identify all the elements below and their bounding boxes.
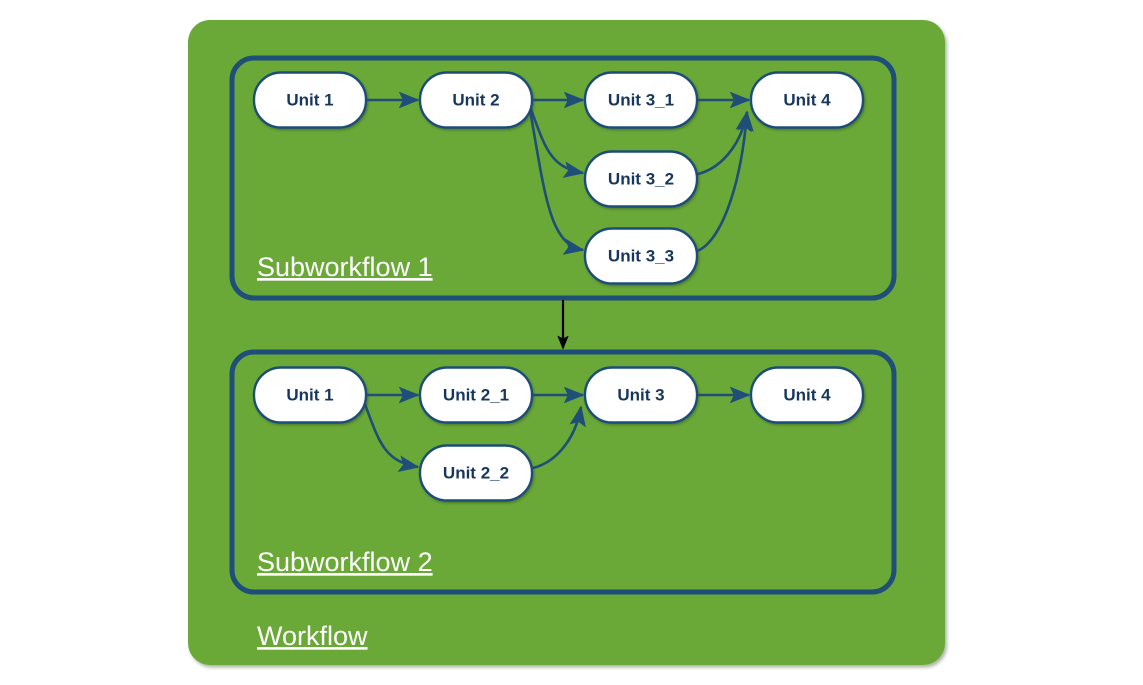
node-label-sw2-unit-1: Unit 1 (286, 385, 333, 404)
node-label-sw1-unit-4: Unit 4 (783, 90, 831, 109)
node-sw1-unit-1[interactable]: Unit 1 (252, 71, 368, 129)
node-label-sw2-unit-2-1: Unit 2_1 (443, 385, 509, 404)
edge-sw2-unit-1-to-sw2-unit-2-2 (361, 398, 420, 472)
node-label-sw2-unit-3: Unit 3 (617, 385, 664, 404)
node-shape-sw1-unit-3-1[interactable] (583, 71, 699, 129)
node-shape-sw1-unit-3-3[interactable] (583, 227, 699, 285)
edge-sw1-unit-2-to-sw1-unit-3-3 (527, 103, 585, 255)
edge-sw2-unit-2-2-to-sw2-unit-3 (527, 405, 586, 471)
label-subworkflow-2: Subworkflow 2 (257, 547, 433, 577)
node-label-sw1-unit-3-2: Unit 3_2 (608, 169, 674, 188)
node-label-sw1-unit-3-3: Unit 3_3 (608, 246, 674, 265)
node-sw2-unit-4[interactable]: Unit 4 (749, 366, 865, 424)
label-workflow: Workflow (257, 621, 368, 651)
node-shape-sw1-unit-2[interactable] (418, 71, 534, 129)
node-sw1-unit-3-1[interactable]: Unit 3_1 (583, 71, 699, 129)
node-label-sw1-unit-3-1: Unit 3_1 (608, 90, 674, 109)
node-shape-sw2-unit-1[interactable] (252, 366, 368, 424)
node-sw2-unit-3[interactable]: Unit 3 (583, 366, 699, 424)
node-shape-sw1-unit-3-2[interactable] (583, 150, 699, 208)
node-shape-sw1-unit-4[interactable] (749, 71, 865, 129)
node-sw2-unit-2-1[interactable]: Unit 2_1 (418, 366, 534, 424)
node-sw1-unit-3-3[interactable]: Unit 3_3 (583, 227, 699, 285)
edge-sw1-unit-3-3-to-sw1-unit-4 (692, 110, 754, 254)
node-shape-sw2-unit-2-2[interactable] (418, 444, 534, 502)
edge-sw1-unit-2-to-sw1-unit-3-2 (527, 103, 585, 178)
node-shape-sw2-unit-4[interactable] (749, 366, 865, 424)
node-shape-sw1-unit-1[interactable] (252, 71, 368, 129)
group-box-subworkflow-1[interactable] (229, 55, 897, 301)
node-shape-sw2-unit-3[interactable] (583, 366, 699, 424)
node-label-sw2-unit-2-2: Unit 2_2 (443, 463, 509, 482)
node-shape-sw2-unit-2-1[interactable] (418, 366, 534, 424)
subworkflow-groups (229, 55, 897, 595)
node-sw1-unit-2[interactable]: Unit 2 (418, 71, 534, 129)
node-sw2-unit-2-2[interactable]: Unit 2_2 (418, 444, 534, 502)
node-sw2-unit-1[interactable]: Unit 1 (252, 366, 368, 424)
label-subworkflow-1: Subworkflow 1 (257, 252, 433, 282)
edges (361, 91, 754, 472)
node-sw1-unit-4[interactable]: Unit 4 (749, 71, 865, 129)
group-box-subworkflow-2[interactable] (229, 349, 897, 595)
group-labels: Subworkflow 1 Subworkflow 2 Workflow (257, 252, 433, 651)
node-sw1-unit-3-2[interactable]: Unit 3_2 (583, 150, 699, 208)
node-label-sw1-unit-1: Unit 1 (286, 90, 333, 109)
node-label-sw2-unit-4: Unit 4 (783, 385, 831, 404)
node-label-sw1-unit-2: Unit 2 (452, 90, 499, 109)
